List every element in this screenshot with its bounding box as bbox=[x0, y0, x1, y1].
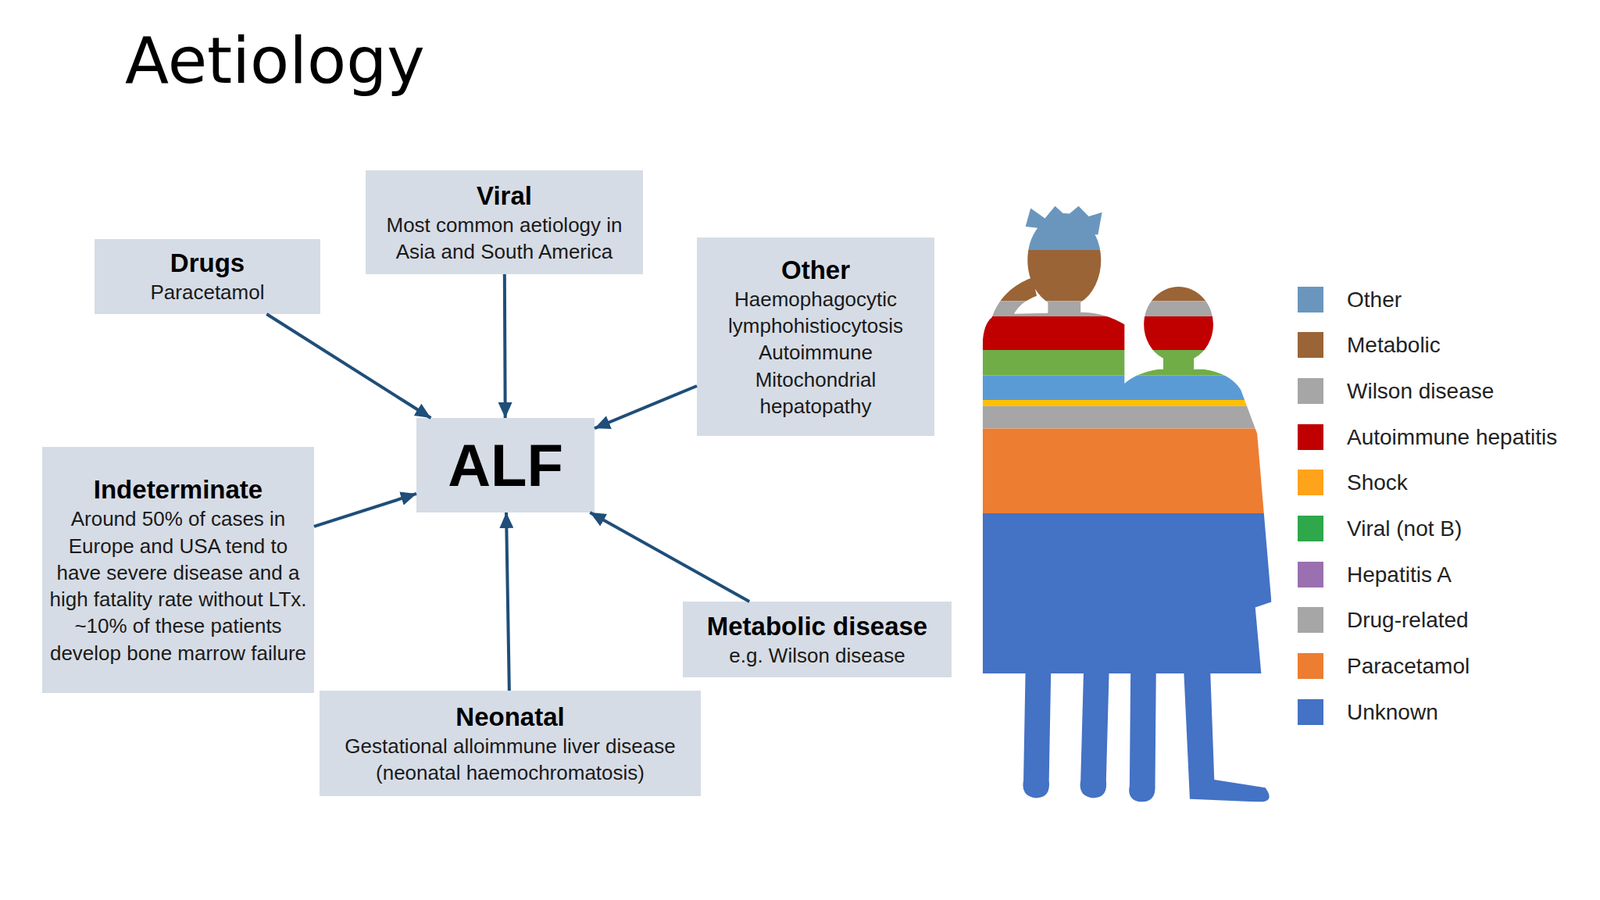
cause-box: OtherHaemophagocytic lymphohistiocytosis… bbox=[696, 237, 935, 436]
box-body: Gestational alloimmune liver disease (ne… bbox=[325, 732, 695, 787]
legend-text: Paracetamol bbox=[1346, 653, 1470, 679]
legend-text: Unknown bbox=[1346, 699, 1439, 725]
connector-arrow bbox=[594, 385, 697, 429]
legend-swatch bbox=[1297, 469, 1324, 496]
legend-swatch bbox=[1297, 607, 1324, 633]
connector-arrow bbox=[589, 512, 750, 602]
cause-box: NeonatalGestational alloimmune liver dis… bbox=[319, 690, 701, 797]
cause-box: ALF bbox=[416, 417, 595, 513]
box-body: Around 50% of cases in Europe and USA te… bbox=[48, 505, 308, 667]
box-heading: Indeterminate bbox=[93, 473, 263, 506]
cause-box: ViralMost common aetiology in Asia and S… bbox=[365, 170, 643, 275]
legend-swatch bbox=[1297, 699, 1324, 725]
centre-label: ALF bbox=[447, 432, 564, 499]
box-heading: Drugs bbox=[170, 246, 245, 279]
box-heading: Neonatal bbox=[455, 700, 565, 733]
box-body: e.g. Wilson disease bbox=[728, 642, 905, 669]
connector-arrow bbox=[314, 493, 417, 527]
legend-swatch bbox=[1297, 286, 1324, 313]
box-heading: Viral bbox=[476, 179, 533, 212]
legend-text: Wilson disease bbox=[1346, 378, 1494, 404]
box-body: Haemophagocytic lymphohistiocytosis bbox=[703, 285, 929, 340]
box-body: Autoimmune bbox=[758, 339, 873, 366]
legend-text: Other bbox=[1346, 286, 1402, 313]
legend-text: Viral (not B) bbox=[1346, 515, 1462, 542]
box-body: Most common aetiology in Asia and South … bbox=[371, 211, 637, 266]
legend-swatch bbox=[1297, 561, 1324, 588]
diagram-title: Aetiology bbox=[125, 23, 425, 98]
legend-swatch bbox=[1297, 653, 1324, 679]
legend-text: Autoimmune hepatitis bbox=[1346, 424, 1558, 450]
box-heading: Other bbox=[781, 253, 850, 286]
legend-text: Hepatitis A bbox=[1346, 561, 1452, 588]
box-body: Mitochondrial hepatopathy bbox=[703, 366, 929, 421]
legend-swatch bbox=[1297, 332, 1324, 358]
cause-box: IndeterminateAround 50% of cases in Euro… bbox=[42, 446, 315, 693]
box-heading: Metabolic disease bbox=[707, 610, 928, 643]
legend-swatch bbox=[1297, 515, 1324, 542]
cause-box: Metabolic diseasee.g. Wilson disease bbox=[682, 601, 952, 678]
connector-arrow bbox=[506, 512, 510, 691]
cause-box: DrugsParacetamol bbox=[94, 239, 321, 315]
legend-swatch bbox=[1297, 424, 1324, 450]
legend-text: Metabolic bbox=[1346, 332, 1441, 358]
legend-text: Shock bbox=[1346, 469, 1408, 496]
legend-text: Drug-related bbox=[1346, 607, 1469, 633]
box-body: Paracetamol bbox=[150, 278, 265, 306]
connector-arrow bbox=[266, 314, 431, 418]
connector-arrow bbox=[503, 274, 508, 418]
legend-swatch bbox=[1297, 378, 1324, 404]
